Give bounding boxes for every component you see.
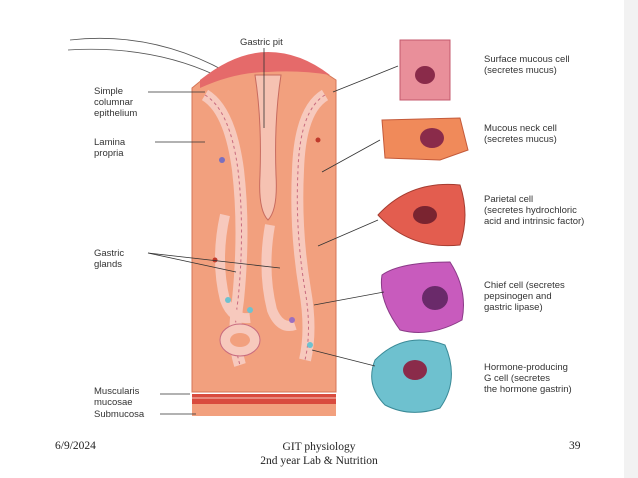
tissue-block bbox=[191, 52, 337, 416]
label-surface-mucous-cell: Surface mucous cell (secretes mucus) bbox=[484, 54, 570, 76]
footer-page-number: 39 bbox=[569, 440, 581, 452]
label-parietal-cell: Parietal cell (secretes hydrochloric aci… bbox=[484, 194, 585, 227]
label-gastric-glands: Gastric glands bbox=[94, 248, 125, 270]
footer-title-line1: GIT physiology bbox=[282, 441, 356, 453]
slide-edge bbox=[624, 0, 638, 478]
label-simple-columnar-epithelium: Simple columnar epithelium bbox=[94, 86, 138, 119]
mucous-neck-cell-image bbox=[381, 117, 469, 161]
g-cell-image bbox=[371, 339, 452, 413]
surface-mucous-cell-image bbox=[399, 39, 451, 101]
footer-title-line2: 2nd year Lab & Nutrition bbox=[260, 455, 378, 467]
label-submucosa: Submucosa bbox=[94, 409, 145, 420]
footer-title: GIT physiology 2nd year Lab & Nutrition bbox=[219, 440, 419, 468]
label-chief-cell: Chief cell (secretes pepsinogen and gast… bbox=[484, 280, 565, 313]
footer-date: 6/9/2024 bbox=[55, 440, 96, 452]
parietal-cell-image bbox=[377, 183, 466, 247]
label-muscularis-mucosae: Muscularis mucosae bbox=[94, 386, 140, 408]
gastric-mucosa-illustration bbox=[67, 37, 469, 416]
chief-cell-image bbox=[380, 261, 464, 333]
leader-lines bbox=[147, 48, 399, 415]
label-lamina-propria: Lamina propria bbox=[94, 137, 126, 159]
label-gastric-pit: Gastric pit bbox=[240, 37, 283, 48]
label-g-cell: Hormone-producing G cell (secretes the h… bbox=[484, 362, 572, 395]
label-mucous-neck-cell: Mucous neck cell (secretes mucus) bbox=[484, 123, 557, 145]
